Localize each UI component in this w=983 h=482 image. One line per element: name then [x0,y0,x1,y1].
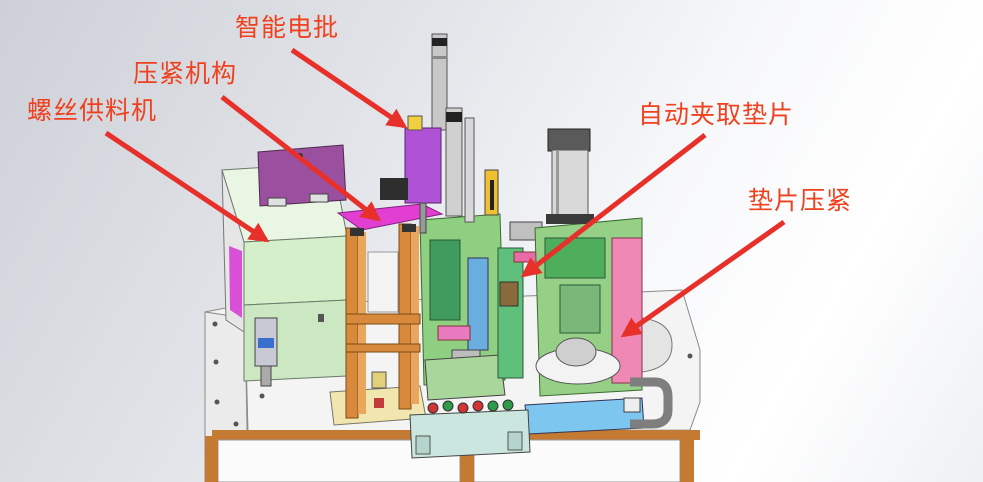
label-gasket-pressing: 垫片压紧 [748,186,853,215]
red-knob [472,400,484,412]
red-knob [427,402,439,414]
press-red-block [374,398,384,408]
driver-purple-housing [404,127,442,204]
table-bolt [213,359,219,365]
gripper-green-column [497,247,524,379]
cable-drag-chain [630,377,673,429]
front-guard [409,399,531,459]
rotary-disc-hub [555,337,597,367]
yellow-slide-groove [490,180,494,210]
press-plate-bracket [402,224,416,232]
arrow-auto-gasket-pickup [520,133,707,278]
arrow-gasket-pressing [620,219,786,338]
table-bolt [233,421,239,427]
feeder-front [243,235,348,306]
label-screw-feeder: 螺丝供料机 [27,96,158,125]
electric-screwdriver [380,33,475,234]
press-crossbar [345,313,421,325]
center-dark-green-block [429,239,461,321]
arrow-electric-screwdriver [290,47,408,129]
arrow-pressing-mechanism [220,95,382,222]
feeder-nozzle-tip [260,365,272,387]
center-pink-plate [437,325,471,341]
press-crossbar [345,343,421,353]
table-bolt [687,353,693,359]
label-electric-screwdriver: 智能电批 [235,13,340,42]
feeder-nozzle-sensor [258,338,274,348]
green-knob [487,400,499,412]
feeder-clip [267,197,287,207]
driver-bit [419,202,427,234]
driver-yellow-block [407,115,423,131]
feeder-purple-hopper [257,144,347,207]
feeder-clip [309,193,329,203]
driver-cylinder-band [432,56,447,59]
feeder-magenta-window [229,246,242,318]
gripper-brown-jaw [499,281,519,307]
cable-connector [623,397,641,413]
table-leg-left [205,436,218,482]
feeder-screw-slot [318,314,324,322]
table-bolt [259,393,265,399]
red-knob [457,402,469,414]
green-rotary-plate [424,354,506,401]
press-green-block [544,237,606,279]
press-cylinder-cap [547,128,591,152]
press-mid-block [559,284,601,334]
table-bolt [212,321,218,327]
driver-top-cylinder [431,33,448,131]
label-pressing-mechanism: 压紧机构 [133,59,238,88]
label-auto-gasket-pickup: 自动夹取垫片 [638,100,795,129]
table-bolt [214,399,220,405]
arrow-screw-feeder [104,130,270,243]
front-guard-foot [507,431,523,451]
screw-feeder [221,144,348,387]
driver-guide-rod [464,117,475,223]
green-knob [502,399,514,411]
center-mechanism [419,169,506,401]
press-part-holder [371,371,387,389]
gasket-gripper [497,221,543,379]
press-cylinder-base [546,214,594,224]
table-leg-right [680,436,694,482]
driver-cylinder-band [446,112,462,122]
driver-motor-block [380,178,408,200]
front-guard-foot [415,435,431,455]
table-right-cutout [641,317,673,373]
annotation-arrows [104,47,786,338]
press-inner-window [367,251,399,313]
driver-second-cylinder [445,107,463,217]
center-blue-slide [467,257,489,351]
green-knob [442,400,454,412]
front-guard-rail [409,409,531,459]
gasket-press [524,128,673,435]
driver-cylinder-band [432,38,447,46]
press-cylinder-shade [556,150,559,220]
press-plate-bracket [350,228,364,236]
